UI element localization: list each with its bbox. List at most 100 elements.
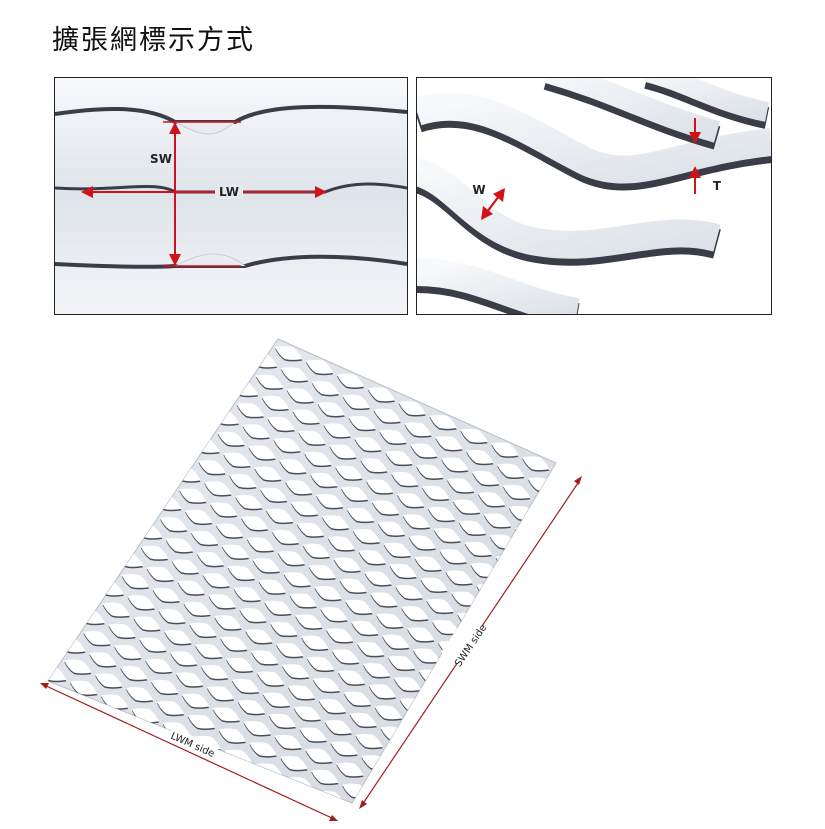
mesh-hole bbox=[280, 367, 309, 382]
mesh-hole bbox=[323, 423, 351, 438]
mesh-hole bbox=[243, 721, 271, 735]
mesh-hole bbox=[386, 747, 414, 762]
mesh-hole bbox=[533, 498, 556, 513]
mesh-hole bbox=[185, 509, 213, 524]
mesh-hole bbox=[202, 573, 230, 587]
mesh-hole bbox=[298, 430, 326, 445]
mesh-hole bbox=[83, 631, 111, 645]
mesh-hole-shadow bbox=[244, 339, 272, 348]
mesh-hole bbox=[48, 645, 61, 660]
mesh-hole bbox=[307, 656, 335, 671]
mesh-hole bbox=[255, 374, 284, 389]
mesh-hole bbox=[190, 530, 219, 545]
mesh-hole bbox=[373, 408, 401, 423]
mesh-hole bbox=[311, 769, 339, 784]
mesh-hole bbox=[261, 395, 289, 410]
lwm-dimension-line bbox=[43, 684, 335, 820]
mesh-hole bbox=[336, 373, 365, 388]
mesh-hole bbox=[382, 634, 410, 649]
mesh-hole bbox=[90, 560, 119, 575]
mesh-hole bbox=[241, 516, 269, 530]
mesh-hole bbox=[326, 628, 354, 643]
mesh-hole bbox=[148, 474, 176, 489]
mesh-hole bbox=[110, 531, 138, 546]
mesh-hole bbox=[301, 635, 329, 650]
mesh-hole bbox=[146, 566, 174, 581]
mesh-hole bbox=[158, 609, 186, 623]
mesh-hole bbox=[198, 460, 226, 474]
mesh-hole bbox=[170, 651, 198, 666]
mesh-hole bbox=[283, 572, 311, 587]
mesh-hole bbox=[416, 464, 444, 479]
mesh-hole bbox=[183, 601, 211, 616]
mesh-hole bbox=[292, 409, 320, 424]
mesh-hole bbox=[187, 714, 215, 729]
mesh-hole-shadow bbox=[186, 419, 214, 434]
mesh-hole bbox=[52, 617, 80, 632]
mesh-hole bbox=[308, 564, 336, 579]
mesh-hole bbox=[127, 595, 155, 610]
mesh-hole bbox=[289, 593, 317, 608]
mesh-hole bbox=[245, 629, 273, 644]
mesh-hole bbox=[264, 600, 292, 615]
expanded-mesh-illustration: SWM side LWM side bbox=[0, 325, 825, 825]
mesh-hole bbox=[372, 500, 400, 515]
mesh-hole bbox=[318, 699, 346, 713]
mesh-hole bbox=[201, 665, 229, 679]
mesh-hole bbox=[95, 673, 123, 688]
mesh-hole bbox=[186, 417, 214, 432]
mesh-hole bbox=[358, 550, 386, 564]
sw-lw-diagram: SW LW bbox=[55, 78, 407, 314]
mesh-hole bbox=[139, 637, 167, 652]
mesh-hole bbox=[102, 602, 130, 617]
mesh-hole bbox=[424, 690, 452, 705]
mesh-hole bbox=[260, 487, 288, 502]
mesh-hole bbox=[520, 548, 548, 563]
mesh-hole bbox=[377, 521, 406, 536]
t-label: T bbox=[713, 179, 722, 193]
mesh-hole bbox=[422, 485, 450, 500]
mesh-hole bbox=[179, 488, 207, 503]
mesh-hole bbox=[268, 713, 296, 728]
mesh-hole bbox=[435, 436, 463, 450]
mesh-hole bbox=[335, 465, 363, 480]
mesh-hole bbox=[299, 727, 327, 742]
mesh-hole bbox=[293, 706, 321, 721]
mesh-hole-shadow bbox=[495, 557, 523, 571]
mesh-hole bbox=[441, 457, 469, 472]
mesh-hole bbox=[121, 574, 149, 588]
mesh-hole bbox=[427, 506, 456, 521]
mesh-hole bbox=[176, 672, 204, 687]
mesh-hole bbox=[333, 557, 361, 572]
mesh-hole bbox=[221, 544, 250, 559]
mesh-hole bbox=[129, 503, 157, 518]
mesh-hole bbox=[156, 700, 185, 715]
mesh-hole bbox=[248, 445, 276, 460]
sw-lw-diagram-panel: SW LW bbox=[54, 77, 408, 315]
mesh-hole bbox=[321, 515, 350, 530]
mesh-hole bbox=[357, 642, 385, 656]
mesh-hole bbox=[271, 529, 300, 544]
mesh-hole bbox=[218, 728, 246, 743]
mesh-hole bbox=[522, 456, 550, 471]
mesh-hole bbox=[270, 621, 298, 636]
mesh-hole bbox=[258, 579, 286, 594]
mesh-hole bbox=[398, 401, 426, 416]
mesh-hole bbox=[341, 486, 369, 501]
mesh-hole bbox=[229, 473, 257, 488]
mesh-hole bbox=[364, 571, 392, 586]
mesh-hole bbox=[472, 471, 500, 485]
mesh-hole bbox=[225, 360, 253, 375]
mesh-hole bbox=[460, 428, 488, 443]
mesh-hole-shadow bbox=[148, 476, 176, 491]
w-t-diagram: W T bbox=[417, 78, 771, 314]
mesh-hole bbox=[189, 622, 217, 637]
mesh-hole bbox=[305, 748, 333, 763]
mesh-hole bbox=[275, 346, 303, 360]
mesh-hole bbox=[287, 685, 316, 700]
mesh-hole bbox=[181, 693, 210, 708]
mesh-hole bbox=[405, 719, 433, 734]
mesh-hole-shadow bbox=[405, 720, 433, 735]
mesh-hole bbox=[426, 598, 454, 613]
mesh-hole bbox=[279, 459, 307, 473]
